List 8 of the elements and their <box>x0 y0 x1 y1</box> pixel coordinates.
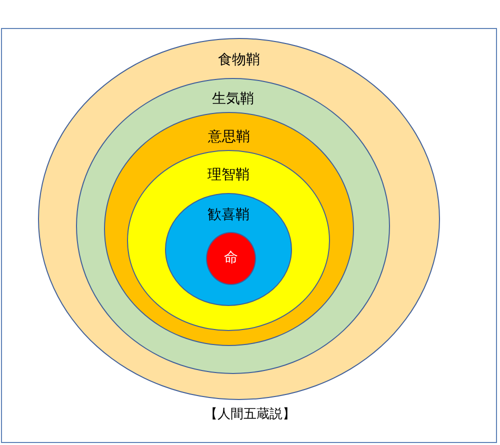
layer-label: 歓喜鞘 <box>206 206 250 224</box>
layer-label: 意思鞘 <box>207 128 251 146</box>
ellipse-layer <box>206 232 256 285</box>
layer-label: 理智鞘 <box>206 166 250 184</box>
caption: 【人間五蔵説】 <box>204 406 296 423</box>
layer-label: 命 <box>223 249 239 267</box>
layer-label: 食物鞘 <box>217 51 261 69</box>
layer-label: 生気鞘 <box>211 90 255 108</box>
